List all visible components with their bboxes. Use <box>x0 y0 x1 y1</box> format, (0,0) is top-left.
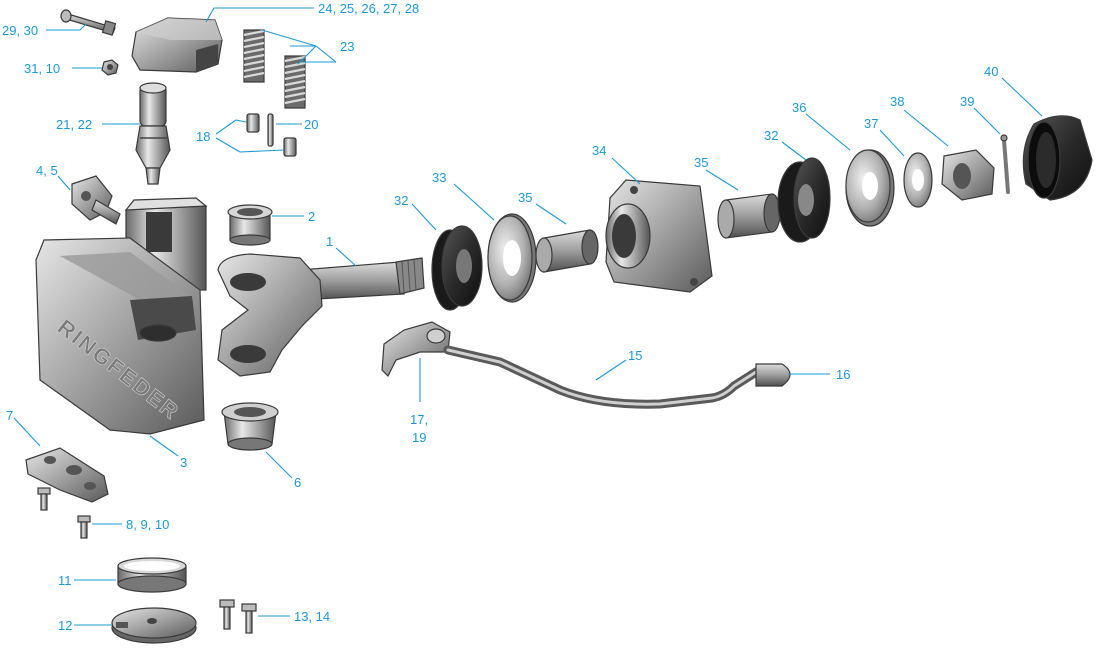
label-24-28: 24, 25, 26, 27, 28 <box>318 1 419 16</box>
label-31-10: 31, 10 <box>24 61 60 76</box>
callout-labels: 29, 30 24, 25, 26, 27, 28 23 31, 10 21, … <box>2 1 998 633</box>
label-29-30: 29, 30 <box>2 23 38 38</box>
part-castle-nut-38 <box>941 149 995 201</box>
label-13-14: 13, 14 <box>294 609 330 624</box>
label-23: 23 <box>340 39 354 54</box>
leader-lines <box>13 7 1043 626</box>
label-33: 33 <box>432 170 446 185</box>
part-fitting-4-5 <box>71 175 121 225</box>
part-coupling-pin-21-22 <box>135 82 171 185</box>
part-disc-12 <box>111 607 197 644</box>
label-6: 6 <box>294 475 301 490</box>
part-bushing-6 <box>221 402 279 451</box>
label-35a: 35 <box>518 190 532 205</box>
part-lever-17-19 <box>381 321 451 378</box>
part-coupling-housing-3: RINGFEDER <box>35 197 208 435</box>
part-bolt-29-30 <box>60 9 117 36</box>
part-sleeve-35b <box>717 193 781 239</box>
label-16: 16 <box>836 367 850 382</box>
part-rubber-ring-32a <box>431 225 483 311</box>
part-cap-40 <box>1022 115 1093 201</box>
part-ring-11 <box>117 557 187 593</box>
label-17: 17, <box>410 412 428 427</box>
part-clevis-drawbar-1 <box>217 253 425 377</box>
label-19: 19 <box>412 430 426 445</box>
label-2: 2 <box>308 209 315 224</box>
part-washer-33 <box>487 213 537 303</box>
part-washer-37 <box>903 152 933 208</box>
label-12: 12 <box>58 618 72 633</box>
label-8-9-10: 8, 9, 10 <box>126 517 169 532</box>
label-20: 20 <box>304 117 318 132</box>
part-rubber-ring-32b <box>777 157 831 243</box>
label-1: 1 <box>326 234 333 249</box>
label-4-5: 4, 5 <box>36 163 58 178</box>
label-11: 11 <box>58 573 72 588</box>
label-18: 18 <box>196 129 210 144</box>
part-cover-block-24-28 <box>131 17 223 73</box>
label-15: 15 <box>628 348 642 363</box>
label-21-22: 21, 22 <box>56 117 92 132</box>
label-35b: 35 <box>694 155 708 170</box>
part-screws-18 <box>246 113 297 157</box>
part-plate-7 <box>25 447 109 503</box>
part-flange-housing-34 <box>605 179 713 293</box>
label-3: 3 <box>180 455 187 470</box>
label-40: 40 <box>984 64 998 79</box>
part-split-pin-39 <box>1000 134 1010 194</box>
label-7: 7 <box>6 408 13 423</box>
part-springs-23 <box>243 29 306 109</box>
part-bolts-8-9-10 <box>37 487 91 539</box>
part-bolts-13-14 <box>219 599 257 634</box>
label-36: 36 <box>792 100 806 115</box>
label-37: 37 <box>864 116 878 131</box>
part-sleeve-35a <box>535 229 599 273</box>
part-washer-36 <box>845 149 895 227</box>
label-34: 34 <box>592 143 606 158</box>
part-knob-16 <box>755 363 791 387</box>
part-pin-20 <box>267 113 274 147</box>
part-nut-31-10 <box>101 59 119 76</box>
part-handle-rod-15 <box>443 345 761 409</box>
label-39: 39 <box>960 94 974 109</box>
label-38: 38 <box>890 94 904 109</box>
part-bushing-2 <box>227 204 273 246</box>
label-32a: 32 <box>394 193 408 208</box>
label-32b: 32 <box>764 128 778 143</box>
